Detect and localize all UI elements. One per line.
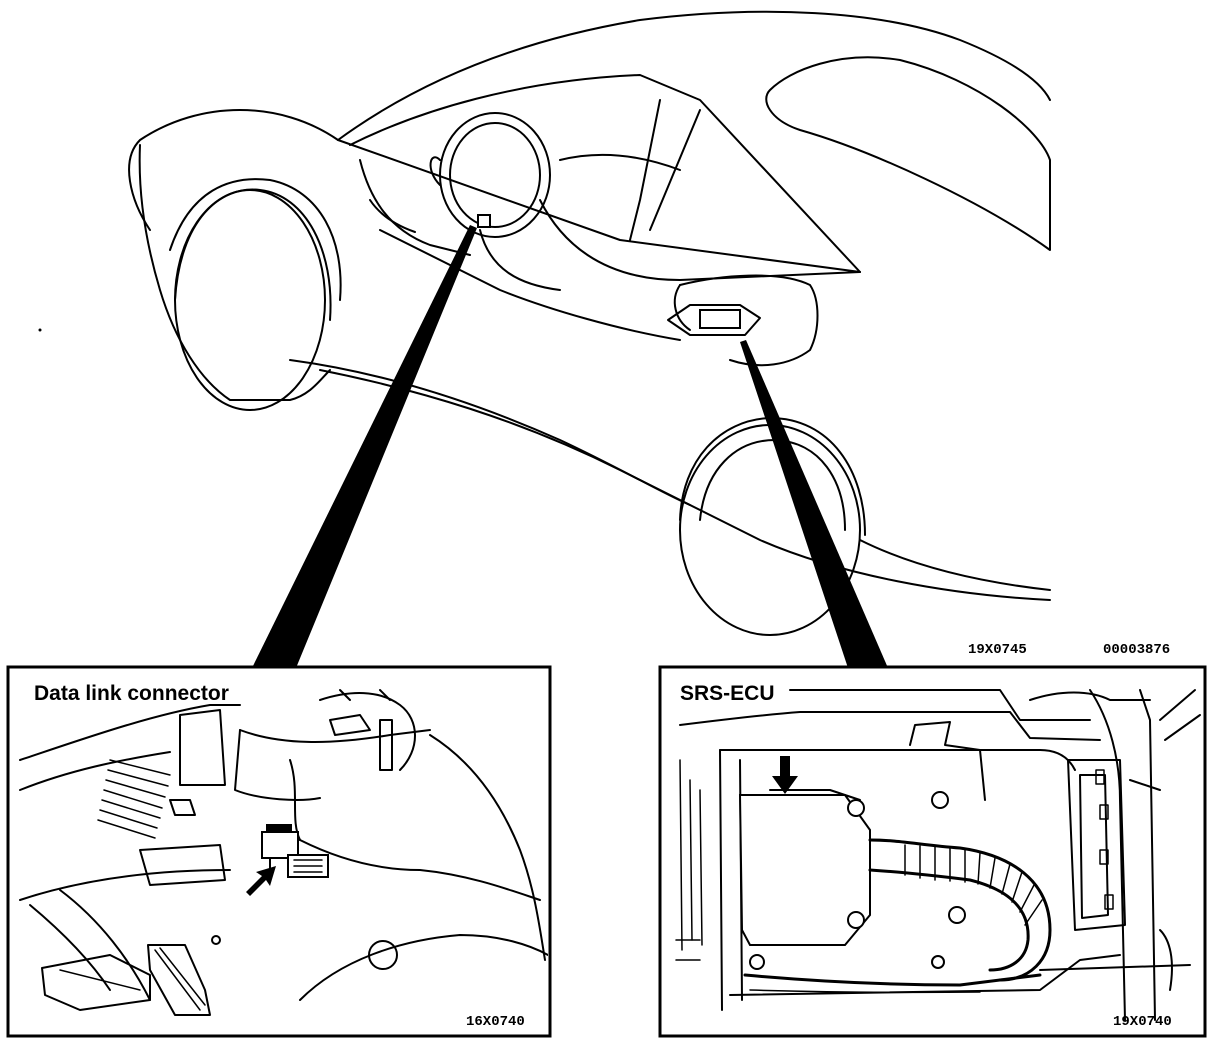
leader-to-srs-ecu [740, 340, 888, 668]
pedals [29, 889, 211, 1016]
vent-grille-lines [97, 759, 171, 839]
label-srs-ecu: SRS-ECU [680, 682, 775, 705]
code-main-view: 19X0745 [968, 642, 1027, 658]
leader-to-data-link-connector [252, 225, 477, 668]
srs-ecu-inset: SRS-ECU 19X0740 [658, 665, 1207, 1038]
dlc-connector-detail [246, 824, 329, 896]
srs-ecu-arrow [772, 756, 798, 794]
code-left-inset: 16X0740 [466, 1014, 525, 1030]
document-number: 00003876 [1103, 642, 1170, 658]
data-link-connector-inset: Data link connector 16X0740 [6, 665, 552, 1038]
label-data-link-connector: Data link connector [34, 682, 229, 705]
car-outline [38, 10, 1051, 636]
code-right-inset: 19X0740 [1113, 1014, 1172, 1030]
